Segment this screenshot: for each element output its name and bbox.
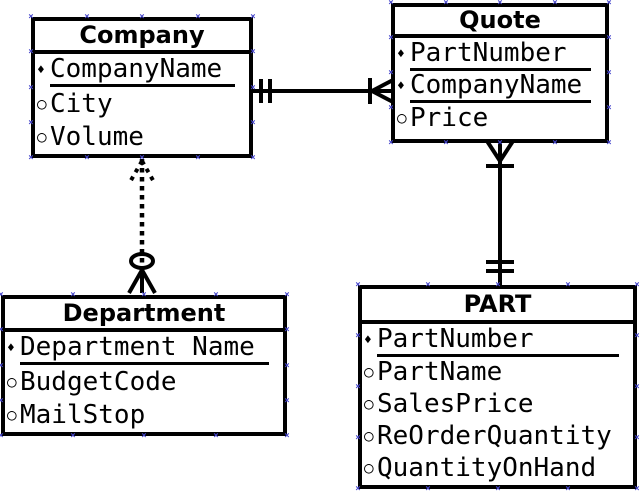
attribute-name: Volume — [50, 121, 144, 152]
attribute-name: Department Name — [20, 332, 269, 365]
attribute-list: ♦ PartNumber ♦ CompanyName ○ Price — [395, 38, 605, 134]
entity-title[interactable]: Company — [35, 21, 249, 54]
attribute-row[interactable]: ○ ReOrderQuantity — [362, 420, 633, 452]
attribute-row[interactable]: ♦ PartNumber — [362, 324, 633, 357]
attribute-name: City — [50, 88, 113, 119]
optional-circle-icon: ○ — [397, 108, 407, 127]
optional-circle-icon: ○ — [7, 404, 17, 424]
attribute-list: ♦ PartNumber ○ PartName ○ SalesPrice ○ R… — [362, 324, 633, 484]
attribute-list: ♦ Department Name ○ BudgetCode ○ MailSto… — [5, 332, 283, 431]
attribute-name: BudgetCode — [20, 366, 177, 397]
attribute-name: QuantityOnHand — [377, 453, 597, 483]
attribute-row[interactable]: ♦ PartNumber — [395, 38, 605, 71]
cardinality-exactly-one-icon — [486, 260, 514, 273]
optional-circle-icon: ○ — [364, 394, 374, 413]
key-diamond-icon: ♦ — [364, 332, 372, 348]
attribute-row[interactable]: ○ MailStop — [5, 398, 283, 431]
key-diamond-icon: ♦ — [7, 341, 15, 356]
entity-department[interactable]: Department ♦ Department Name ○ BudgetCod… — [1, 295, 287, 436]
entity-quote[interactable]: Quote ♦ PartNumber ♦ CompanyName ○ Price — [391, 3, 609, 143]
attribute-list: ♦ CompanyName ○ City ○ Volume — [35, 54, 249, 153]
crow-foot-icon — [371, 78, 394, 104]
optional-circle-icon: ○ — [37, 126, 47, 146]
attribute-name: PartNumber — [410, 38, 591, 71]
entity-part[interactable]: PART ♦ PartNumber ○ PartName ○ SalesPric… — [358, 285, 637, 489]
optional-circle-icon: ○ — [364, 426, 374, 445]
relationship-quote-part[interactable] — [485, 139, 515, 287]
attribute-row[interactable]: ♦ CompanyName — [35, 54, 249, 87]
entity-title[interactable]: Department — [5, 299, 283, 332]
attribute-name: PartNumber — [377, 324, 619, 357]
key-diamond-icon: ♦ — [37, 63, 45, 78]
crow-foot-icon — [485, 139, 515, 163]
optional-circle-icon: ○ — [364, 362, 374, 381]
optional-circle-icon: ○ — [37, 93, 47, 113]
attribute-row[interactable]: ○ PartName — [362, 356, 633, 388]
relationship-company-quote[interactable] — [251, 78, 394, 104]
attribute-row[interactable]: ○ SalesPrice — [362, 388, 633, 420]
attribute-name: SalesPrice — [377, 389, 534, 419]
dashed-crow-foot-icon — [128, 160, 156, 183]
attribute-name: CompanyName — [410, 70, 591, 103]
key-diamond-icon: ♦ — [397, 78, 405, 94]
attribute-row[interactable]: ○ BudgetCode — [5, 365, 283, 398]
attribute-row[interactable]: ○ City — [35, 87, 249, 120]
attribute-name: MailStop — [20, 399, 146, 430]
entity-title[interactable]: Quote — [395, 7, 605, 38]
attribute-row[interactable]: ♦ Department Name — [5, 332, 283, 365]
relationship-company-department[interactable] — [127, 159, 157, 294]
attribute-name: ReOrderQuantity — [377, 421, 612, 451]
cardinality-exactly-one-icon — [259, 79, 272, 103]
attribute-name: PartName — [377, 357, 503, 387]
optional-circle-icon: ○ — [364, 458, 374, 477]
attribute-row[interactable]: ○ Volume — [35, 120, 249, 153]
attribute-row[interactable]: ○ Price — [395, 102, 605, 134]
attribute-row[interactable]: ♦ CompanyName — [395, 70, 605, 103]
key-diamond-icon: ♦ — [397, 46, 405, 62]
entity-company[interactable]: Company ♦ CompanyName ○ City ○ Volume — [31, 17, 253, 158]
entity-title[interactable]: PART — [362, 289, 633, 324]
optional-circle-icon: ○ — [7, 371, 17, 391]
attribute-name: Price — [410, 103, 489, 133]
attribute-name: CompanyName — [50, 54, 235, 87]
attribute-row[interactable]: ○ QuantityOnHand — [362, 452, 633, 484]
